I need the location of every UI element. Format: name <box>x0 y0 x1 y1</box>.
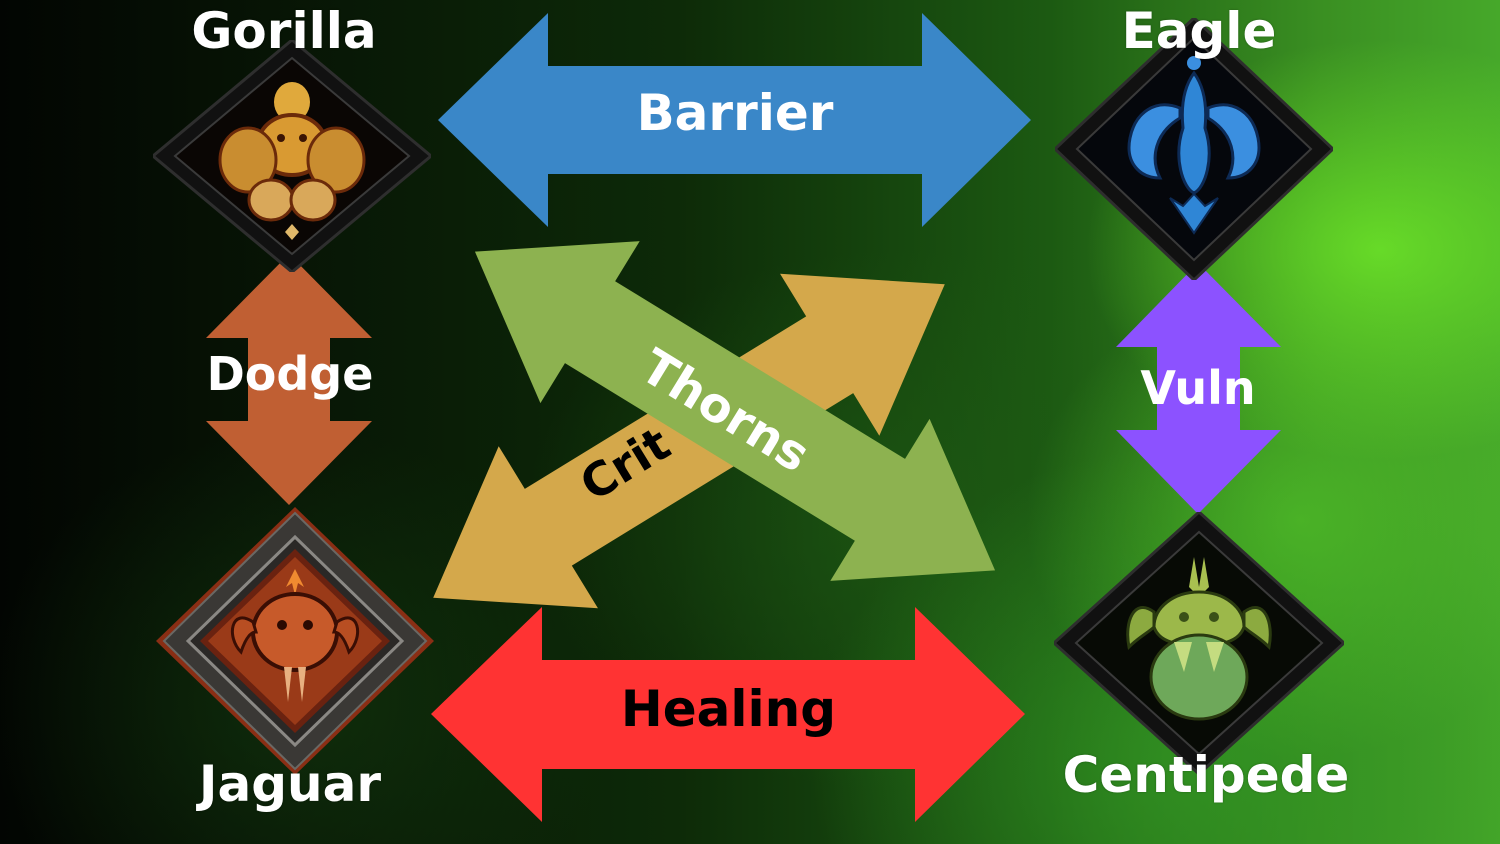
eagle-label: Eagle <box>1121 2 1277 60</box>
healing-arrow <box>431 607 1025 822</box>
barrier-label: Barrier <box>636 84 834 142</box>
gorilla-node <box>153 40 431 272</box>
thorns-arrow-shape <box>474 241 996 581</box>
vuln-label: Vuln <box>1140 361 1256 415</box>
gorilla-label: Gorilla <box>191 2 377 60</box>
dodge-arrow <box>206 254 372 505</box>
eagle-spirit-icon <box>1055 18 1333 280</box>
gorilla-spirit-icon <box>153 40 431 272</box>
jaguar-label: Jaguar <box>198 755 382 813</box>
jaguar-spirit-icon <box>156 507 434 775</box>
vuln-arrow <box>1116 263 1281 514</box>
crit-arrow-shape <box>433 273 945 609</box>
jaguar-node <box>156 507 434 775</box>
crit-arrow <box>433 273 945 609</box>
centipede-label: Centipede <box>1062 746 1350 804</box>
centipede-spirit-icon <box>1054 512 1344 774</box>
healing-label: Healing <box>620 680 837 738</box>
eagle-node <box>1055 18 1333 280</box>
centipede-node <box>1054 512 1344 774</box>
barrier-arrow <box>438 13 1031 227</box>
dodge-label: Dodge <box>206 347 374 401</box>
thorns-arrow <box>474 241 996 581</box>
